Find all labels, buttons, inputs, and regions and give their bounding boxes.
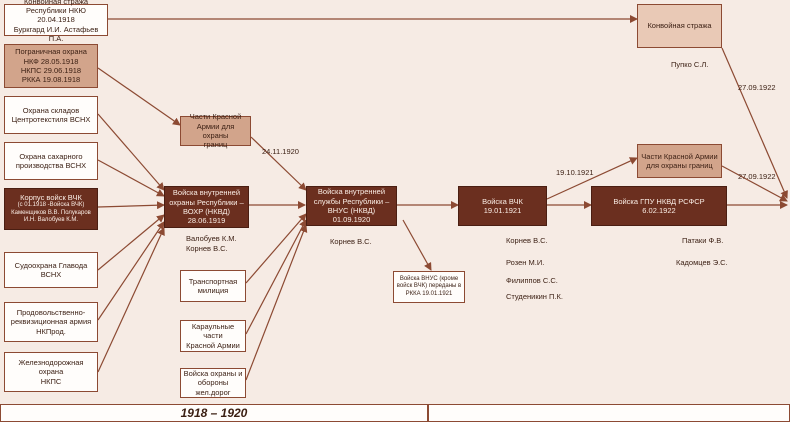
gpu-person-2: Кадомцев Э.С. <box>676 258 728 267</box>
node-transport: Транспортная милиция <box>180 270 246 302</box>
node-pogran: Пограничная охрана НКФ 28.05.1918 НКПС 2… <box>4 44 98 88</box>
node-vnus-rkka: Войска ВНУС (кроме войск ВЧК) переданы в… <box>393 271 465 303</box>
vnus-people: Корнев В.С. <box>330 237 372 246</box>
node-oborony: Войска охраны и обороны жел.дорог <box>180 368 246 398</box>
node-zheldor: Железнодорожная охрана НКПС <box>4 352 98 392</box>
node-vnus: Войска внутренней службы Республики – ВН… <box>306 186 397 226</box>
timeline-era-1918-1920: 1918 – 1920 <box>0 404 428 422</box>
vchk-person-4: Студеникин П.К. <box>506 292 563 301</box>
node-konvoy-2: Конвойная стража <box>637 4 722 48</box>
date-27-09-1922-a: 27.09.1922 <box>738 83 776 92</box>
korpus-detail: (с 01.1918 -Войска ВЧК) Каменщиков В.В. … <box>11 202 91 224</box>
date-24-11-1920: 24.11.1920 <box>262 147 299 156</box>
node-sahar: Охрана сахарного производства ВСНХ <box>4 142 98 180</box>
vchk-person-3: Филиппов С.С. <box>506 276 558 285</box>
node-sudo: Судоохрана Главода ВСНХ <box>4 252 98 288</box>
vohr-people: Валобуев К.М. Корнев В.С. <box>186 234 237 253</box>
timeline-era-label: 1918 – 1920 <box>180 406 248 420</box>
node-chasti-ra-2: Части Красной Армии для охраны границ <box>637 144 722 178</box>
gpu-person-1: Патаки Ф.В. <box>682 236 724 245</box>
node-karaul: Караульные части Красной Армии <box>180 320 246 352</box>
node-korpus-vchk: Корпус войск ВЧК (с 01.1918 -Войска ВЧК)… <box>4 188 98 230</box>
date-27-09-1922-b: 27.09.1922 <box>738 172 776 181</box>
node-sklady: Охрана складов Центротекстиля ВСНХ <box>4 96 98 134</box>
date-19-10-1921: 19.10.1921 <box>556 168 594 177</box>
konvoy-person: Пупко С.Л. <box>671 60 709 69</box>
node-vohr: Войска внутренней охраны Республики – ВО… <box>164 186 249 228</box>
node-prodarm: Продовольственно- реквизиционная армия Н… <box>4 302 98 342</box>
node-konvoy-1918: Конвойная стража Республики НКЮ 20.04.19… <box>4 0 108 43</box>
vchk-person-2: Розен М.И. <box>506 258 545 267</box>
node-gpu: Войска ГПУ НКВД РСФСР 6.02.1922 <box>591 186 727 226</box>
vchk-person-1: Корнев В.С. <box>506 236 548 245</box>
korpus-title: Корпус войск ВЧК <box>20 193 82 203</box>
timeline-era-next <box>428 404 790 422</box>
node-vchk: Войска ВЧК 19.01.1921 <box>458 186 547 226</box>
node-chasti-ra: Части Красной Армии для охраны границ <box>180 112 251 149</box>
